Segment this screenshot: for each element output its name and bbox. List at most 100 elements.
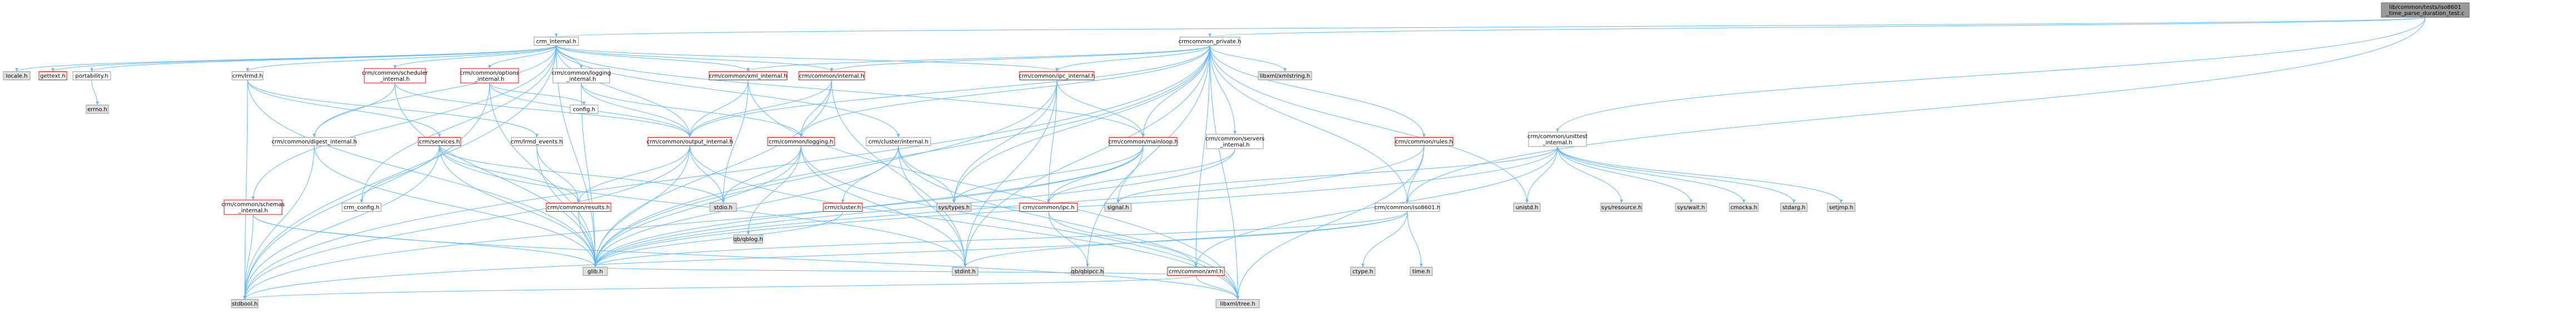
edge-logging_int-to-logging [581, 82, 803, 138]
node-label: crm/common/output_internal.h [646, 139, 733, 145]
node-root[interactable]: lib/common/tests/iso8601_time_parse_dura… [2381, 2, 2470, 18]
node-label: errno.h [87, 107, 107, 113]
node-label: sys/wait.h [1677, 205, 1705, 211]
node-lrmd-events[interactable]: crm/lrmd_events.h [511, 137, 563, 146]
node-label: crm/common/servers [1205, 136, 1264, 142]
node-box [231, 299, 259, 308]
edge-cluster_int-to-sys_types [898, 145, 956, 203]
node-box [570, 105, 599, 114]
edge-crm_internal-to-gettext [51, 45, 557, 72]
node-label: unistd.h [1516, 205, 1538, 211]
node-label: qb/qbipcc.h [1071, 269, 1104, 275]
node-label: crm/common/xml.h [1169, 269, 1223, 275]
edge-unittest_int-to-unistd [1525, 146, 1558, 203]
node-sys-wait: sys/wait.h [1675, 203, 1707, 212]
node-logging[interactable]: crm/common/logging.h [767, 137, 835, 146]
edge-crm_internal-to-sched_int [393, 45, 557, 69]
edge-results-to-glib [578, 211, 597, 267]
edge-ipc_int-to-glib [594, 80, 1057, 267]
node-digest-int[interactable]: crm/common/digest_internal.h [271, 137, 357, 146]
node-services[interactable]: crm/services.h [418, 137, 461, 146]
edge-lrmd_events-to-results [536, 145, 580, 203]
edge-cluster_int-to-glib [594, 145, 899, 267]
node-logging-int[interactable]: crm/common/logging_internal.h [552, 68, 611, 84]
edge-common_private-to-common_xml [1194, 45, 1210, 267]
node-cluster-int[interactable]: crm/cluster/internal.h [866, 137, 931, 146]
node-crm-internal[interactable]: crm_internal.h [533, 37, 579, 46]
node-rules[interactable]: crm/common/rules.h [1395, 137, 1453, 146]
node-label: crm/common/unittest [1527, 134, 1588, 140]
node-servers-int[interactable]: crm/common/servers_internal.h [1205, 134, 1264, 149]
edge-common_private-to-stdbool [243, 45, 1210, 300]
node-label: crm_internal.h [536, 39, 576, 45]
node-iso8601[interactable]: crm/common/iso8601.h [1374, 203, 1441, 212]
edge-crm_internal-to-lrmd [246, 45, 557, 72]
node-label: _time_parse_duration_test.c [2386, 11, 2465, 17]
node-portability[interactable]: portability.h [72, 71, 111, 80]
edge-sched_int-to-digest_int [313, 82, 395, 138]
edge-internal_h-to-output_int [688, 80, 832, 138]
node-internal-h[interactable]: crm/common/internal.h [798, 71, 865, 80]
node-lrmd[interactable]: crm/lrmd.h [231, 71, 264, 80]
node-unittest-int[interactable]: crm/common/unittest_internal.h [1527, 131, 1588, 147]
edge-internal_h-to-logging [799, 80, 832, 138]
node-gettext[interactable]: gettext.h [38, 71, 67, 80]
node-schemas-int[interactable]: crm/common/schemas_internal.h [221, 199, 285, 215]
node-label: qb/qblog.h [733, 237, 763, 243]
edge-common_private-to-mainloop [1141, 45, 1210, 138]
node-box [1528, 131, 1587, 147]
node-ipc[interactable]: crm/common/ipc.h [1019, 203, 1078, 212]
edge-internal_h-to-glib [594, 80, 832, 267]
node-label: sys/resource.h [1601, 205, 1641, 211]
node-ipc-int[interactable]: crm/common/ipc_internal.h [1019, 71, 1095, 80]
node-output-int[interactable]: crm/common/output_internal.h [646, 137, 733, 146]
node-crm-config[interactable]: crm_config.h [342, 203, 382, 212]
node-qb-log: qb/qblog.h [733, 235, 763, 243]
node-box [1206, 134, 1264, 149]
node-results[interactable]: crm/common/results.h [546, 203, 611, 212]
node-box [582, 267, 608, 276]
edge-cluster-to-glib [594, 211, 843, 267]
node-common-private[interactable]: crmcommon_private.h [1179, 37, 1242, 46]
node-label: stdarg.h [1782, 205, 1805, 211]
edge-digest_int-to-glib [314, 145, 597, 267]
edge-common_private-to-sys_types [952, 45, 1210, 203]
node-label: _internal.h [380, 76, 410, 82]
node-config[interactable]: config.h [570, 105, 599, 114]
edge-ipc_int-to-ipc [1047, 80, 1057, 203]
edge-logging-to-qb_log [746, 145, 802, 235]
node-label: crmcommon_private.h [1179, 39, 1242, 45]
node-sched-int[interactable]: crm/common/scheduler_internal.h [362, 68, 428, 84]
edge-logging-to-glib [594, 145, 802, 267]
edge-mainloop-to-sys_types [952, 145, 1144, 203]
dependency-edges [15, 17, 2426, 300]
edge-logging_int-to-output_int [581, 82, 691, 138]
node-libxml-tree: libxml/tree.h [1215, 299, 1260, 308]
node-options-int[interactable]: crm/common/options_internal.h [460, 68, 519, 84]
node-box [1395, 137, 1453, 146]
node-mainloop[interactable]: crm/common/mainloop.h [1108, 137, 1178, 146]
edge-ipc-to-qb_ipcc [1048, 211, 1089, 267]
node-locale: locale.h [3, 71, 31, 80]
edge-sched_int-to-output_int [394, 82, 691, 138]
edge-common_private-to-qb_ipcc [1086, 45, 1210, 267]
node-box [1019, 203, 1078, 212]
node-xml-int[interactable]: crm/common/xml_internal.h [709, 71, 788, 80]
edge-services-to-stdbool [243, 145, 440, 300]
edge-common_xml-to-libxml_tree [1195, 275, 1239, 300]
node-label: crm/common/results.h [547, 205, 610, 211]
node-common-xml[interactable]: crm/common/xml.h [1167, 267, 1225, 276]
node-cluster[interactable]: crm/cluster.h [823, 203, 863, 212]
edge-servers_int-to-glib [594, 148, 1235, 267]
node-box [1410, 267, 1433, 276]
node-label: sys/types.h [938, 205, 970, 211]
edge-common_private-to-output_int [688, 45, 1210, 138]
node-label: crm/common/internal.h [799, 74, 864, 80]
node-label: stdint.h [955, 269, 976, 275]
edge-common_private-to-glib [594, 45, 1210, 267]
node-box [460, 68, 519, 84]
edge-schemas_int-to-libxml_tree [253, 214, 1239, 300]
edge-ipc_int-to-sys_types [952, 80, 1057, 203]
edge-ipc_int-to-stdint [963, 80, 1057, 267]
node-box [552, 68, 610, 84]
